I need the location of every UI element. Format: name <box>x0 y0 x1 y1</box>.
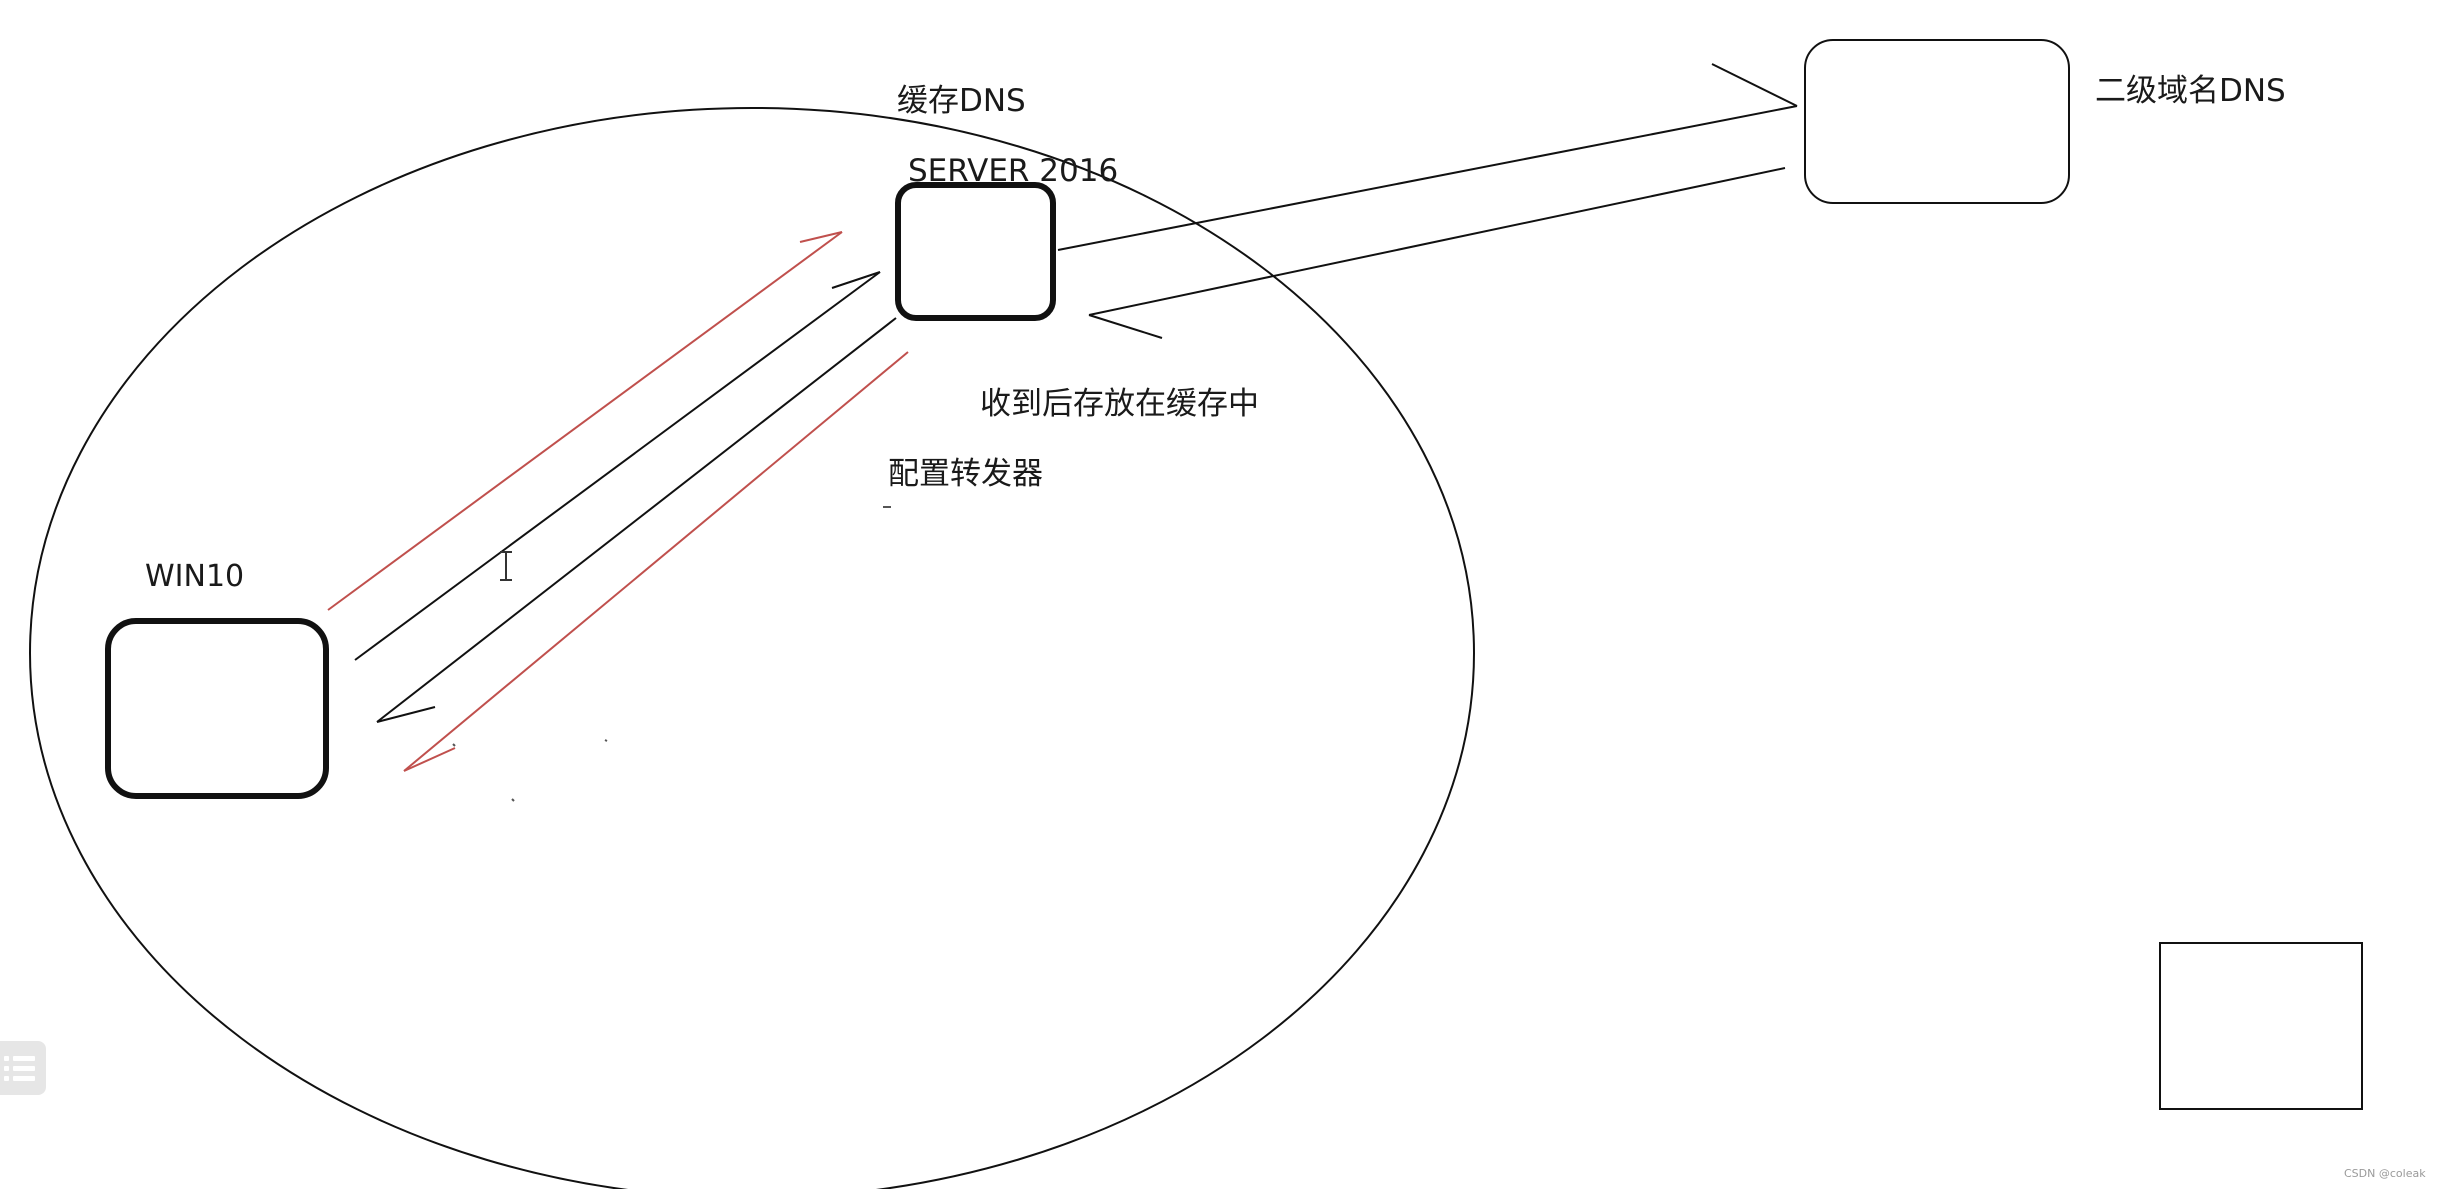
red-arrow-down <box>403 351 909 772</box>
server-label: SERVER 2016 <box>908 153 1119 189</box>
received-store-label: 收到后存放在缓存中 <box>980 386 1259 422</box>
stray-marks <box>452 506 891 802</box>
list-menu-icon <box>4 1056 35 1081</box>
cache-dns-label: 缓存DNS <box>897 83 1026 119</box>
text-cursor-icon <box>500 551 512 581</box>
win10-label: WIN10 <box>145 559 245 594</box>
black-arrow-down <box>376 317 897 723</box>
black-arrow-up <box>354 271 881 661</box>
server-node <box>895 182 1056 321</box>
network-ellipse <box>29 107 1475 1189</box>
red-arrow-up <box>327 231 843 611</box>
second-level-dns-label: 二级域名DNS <box>2095 73 2286 109</box>
menu-button[interactable] <box>0 1041 46 1095</box>
configure-forwarder-label: 配置转发器 <box>888 456 1043 492</box>
bottom-right-box <box>2159 942 2363 1110</box>
arrow-second-dns-to-server <box>1088 167 1786 339</box>
arrow-server-to-second-dns <box>1057 63 1798 251</box>
win10-node <box>105 618 329 799</box>
watermark: CSDN @coleak <box>2344 1167 2426 1180</box>
second-dns-node <box>1804 39 2070 204</box>
